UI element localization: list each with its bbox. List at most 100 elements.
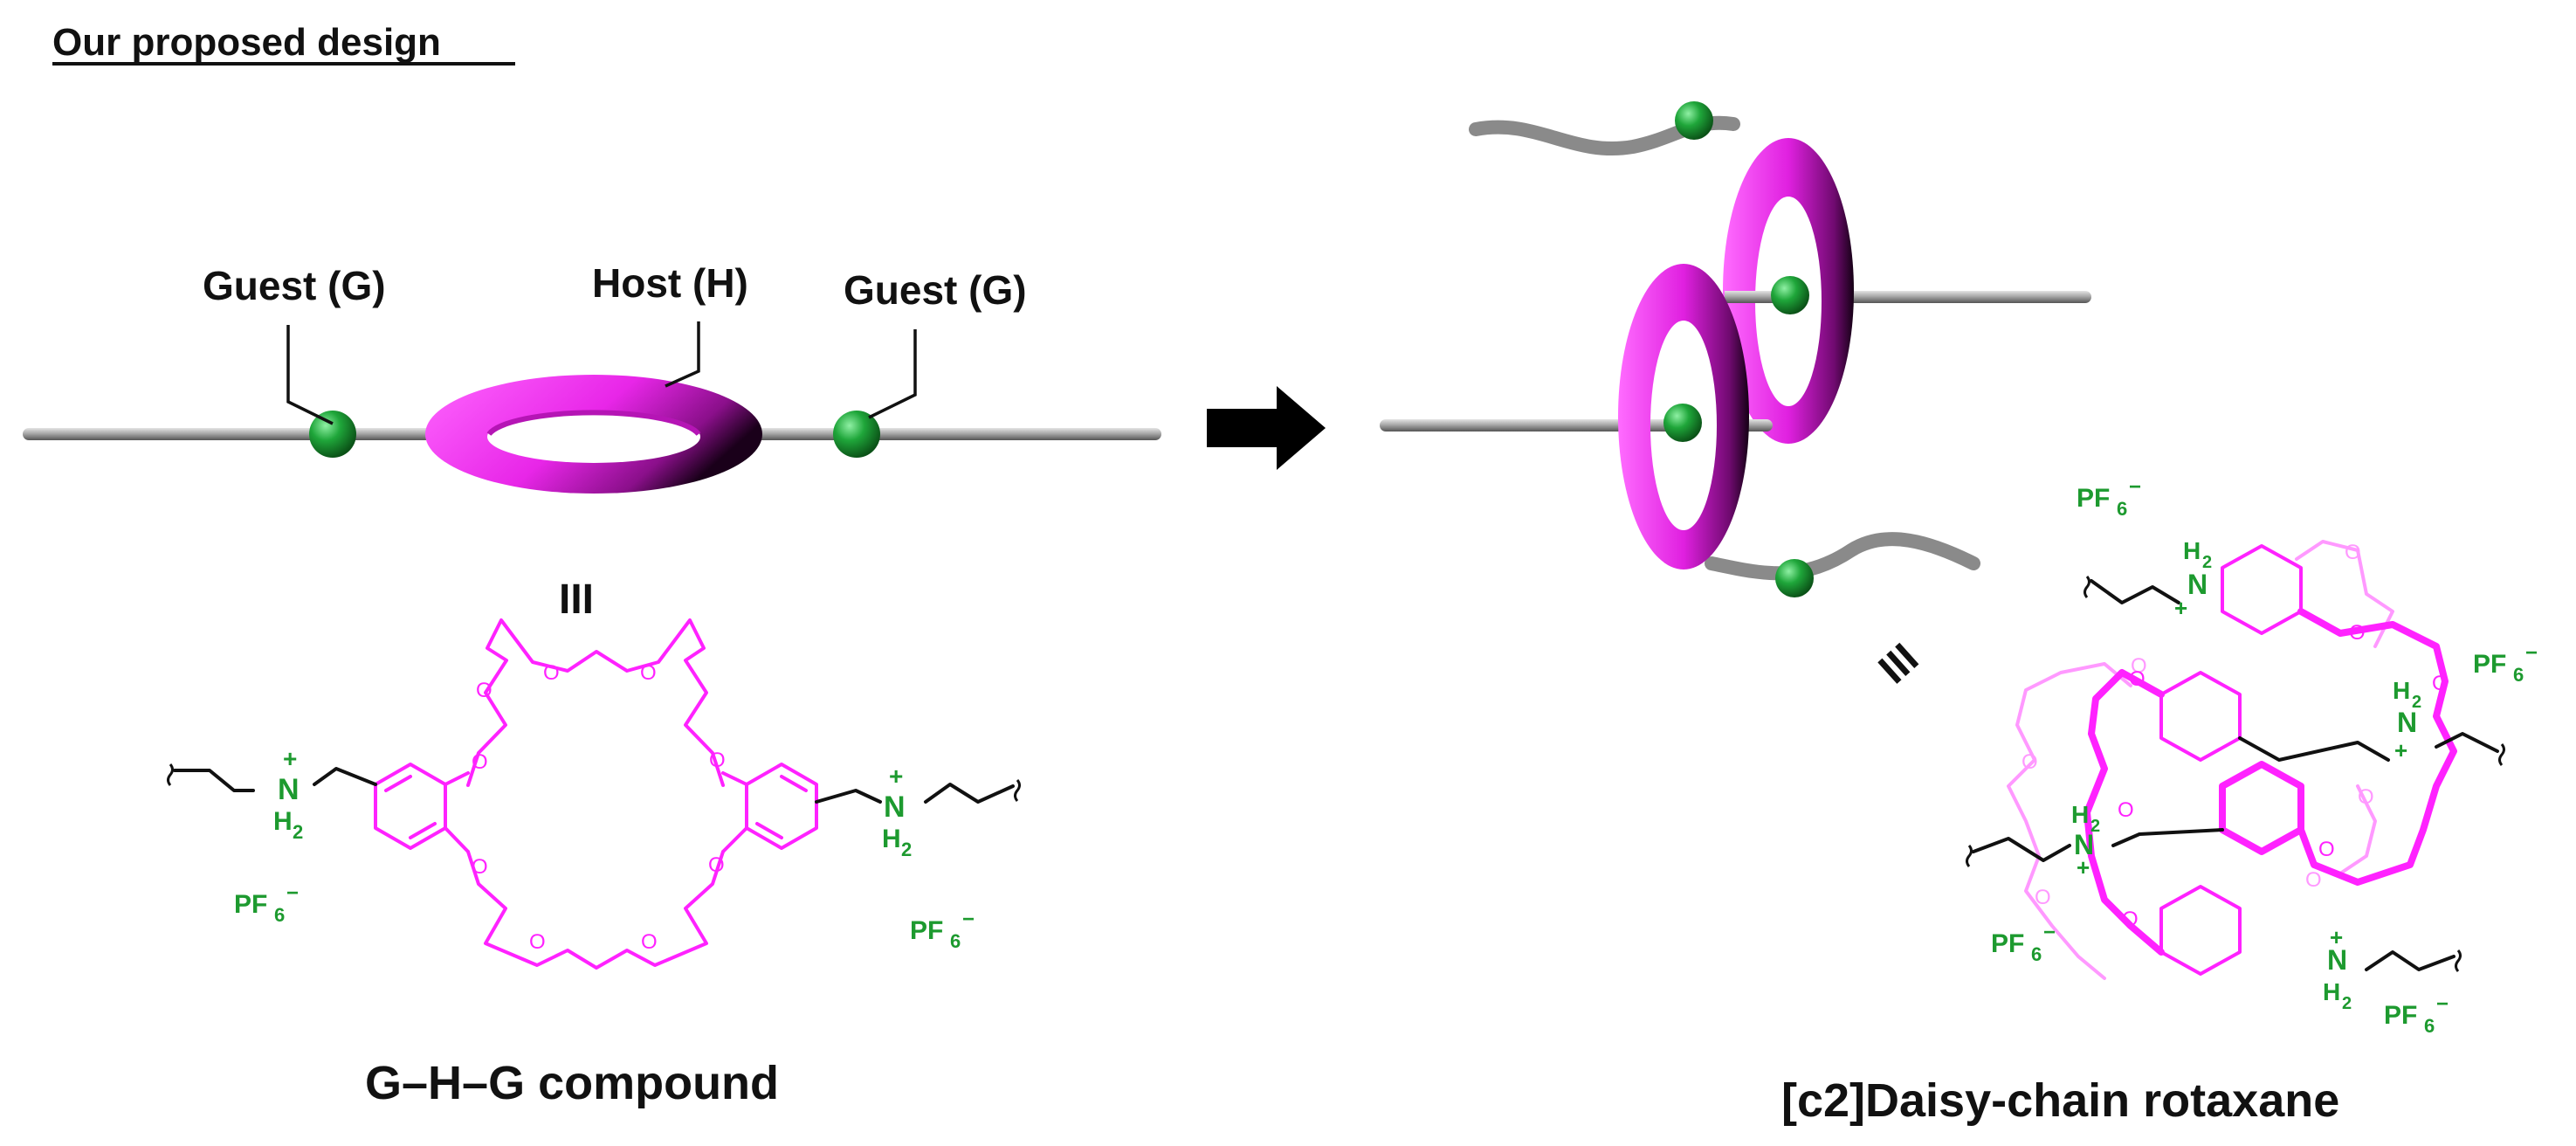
benzene-ring	[2159, 885, 2242, 976]
label-guest-right: Guest (G)	[844, 267, 1027, 313]
equivalence-mark-left: III	[559, 576, 594, 623]
figure-heading: Our proposed design	[52, 21, 441, 64]
svg-text:−: −	[2043, 921, 2056, 944]
ammonium-h-right: H	[882, 825, 901, 853]
label-guest-left: Guest (G)	[203, 263, 386, 308]
oxygen-atom: O	[2122, 908, 2139, 931]
svg-text:6: 6	[274, 904, 285, 926]
oxygen-atom: O	[709, 749, 726, 772]
ghg-chemical-structure: O O O O O O O O O N + H 2 N + H 2	[167, 618, 1021, 970]
counterion-pf6: PF 6 −	[1991, 921, 2056, 965]
svg-text:−: −	[962, 908, 975, 931]
svg-text:PF: PF	[234, 890, 267, 919]
oxygen-atom: O	[2358, 785, 2374, 809]
caption-left: G–H–G compound	[365, 1057, 779, 1109]
guest-bead-bottom	[1775, 559, 1814, 597]
caption-right: [c2]Daisy-chain rotaxane	[1781, 1074, 2339, 1127]
ammonium-charge: +	[283, 745, 297, 772]
ammonium-n-left: N	[278, 773, 300, 806]
guest-bead-right	[833, 411, 880, 458]
guest-bead-top	[1675, 101, 1713, 140]
callout-guest-left	[286, 325, 334, 425]
oxygen-atom: O	[2129, 667, 2146, 691]
counterion-pf6: PF 6 −	[234, 881, 299, 926]
ammonium-charge: +	[2330, 924, 2343, 950]
svg-text:6: 6	[2513, 664, 2524, 686]
svg-text:−: −	[2525, 641, 2538, 665]
guest-bead-lower	[1663, 404, 1702, 442]
svg-text:PF: PF	[2384, 1001, 2417, 1030]
oxygen-atom: O	[2305, 868, 2322, 892]
ammonium-h-subscript: 2	[901, 839, 912, 860]
oxygen-atom: O	[543, 661, 560, 685]
ammonium-n: N	[2074, 829, 2094, 860]
wavy-tail-bottom	[1705, 532, 1980, 581]
ammonium-charge: +	[2394, 737, 2407, 763]
oxygen-atom: O	[2131, 654, 2147, 678]
ammonium-n: N	[2187, 569, 2208, 600]
oxygen-atom: O	[476, 679, 492, 702]
guest-bead-upper	[1771, 276, 1809, 314]
oxygen-atom: O	[2118, 798, 2134, 822]
oxygen-atom: O	[2349, 621, 2366, 645]
ammonium-charge: +	[2174, 595, 2187, 621]
counterion-pf6: PF 6 −	[2384, 992, 2449, 1037]
ammonium-h-subscript: 2	[2342, 994, 2352, 1013]
crown-ether-ring-lower	[466, 850, 725, 970]
label-host: Host (H)	[592, 260, 748, 306]
ammonium-n-right: N	[884, 790, 906, 824]
ammonium-charge: +	[2077, 854, 2090, 880]
svg-text:PF: PF	[1991, 929, 2024, 958]
svg-text:6: 6	[950, 930, 961, 952]
svg-text:6: 6	[2424, 1015, 2435, 1037]
ammonium-h-subscript: 2	[2090, 817, 2100, 836]
benzene-ring	[2159, 671, 2242, 762]
ammonium-h-subscript: 2	[293, 821, 303, 843]
counterion-pf6: PF 6 −	[2077, 475, 2141, 520]
oxygen-atom: O	[2345, 541, 2361, 564]
ammonium-h-subscript: 2	[2412, 693, 2421, 712]
callout-guest-right	[868, 329, 917, 419]
benzene-ring	[2219, 761, 2304, 855]
reaction-arrow	[1207, 386, 1326, 470]
svg-text:6: 6	[2117, 498, 2127, 520]
callout-host	[665, 321, 700, 388]
svg-text:−: −	[2436, 992, 2449, 1016]
equivalence-mark-right: III	[1870, 635, 1927, 693]
svg-text:−: −	[2129, 475, 2141, 499]
oxygen-atom: O	[640, 661, 657, 685]
ammonium-h-left: H	[273, 807, 293, 836]
ammonium-h-subscript: 2	[2202, 553, 2212, 572]
ammonium-h: H	[2183, 537, 2201, 564]
ammonium-h: H	[2323, 978, 2340, 1005]
svg-text:PF: PF	[2473, 650, 2506, 679]
svg-text:PF: PF	[2077, 484, 2110, 513]
benzene-ring	[2221, 544, 2303, 635]
ammonium-charge: +	[889, 763, 903, 790]
daisy-chain-schematic	[1380, 101, 2091, 597]
oxygen-atom: O	[2318, 838, 2335, 861]
counterion-pf6: PF 6 −	[910, 908, 975, 952]
guest-bead-left	[309, 411, 356, 458]
ghg-schematic: Guest (G) Host (H) Guest (G)	[23, 260, 1161, 494]
ammonium-n: N	[2397, 707, 2417, 738]
svg-text:−: −	[286, 881, 299, 905]
oxygen-atom: O	[708, 853, 725, 877]
oxygen-atom: O	[2432, 672, 2449, 695]
ammonium-h: H	[2393, 677, 2410, 704]
ammonium-n: N	[2327, 944, 2347, 976]
svg-text:PF: PF	[910, 916, 943, 945]
svg-text:6: 6	[2031, 943, 2042, 965]
counterion-pf6: PF 6 −	[2473, 641, 2538, 686]
crown-ether-ring	[466, 618, 725, 787]
oxygen-atom: O	[2035, 886, 2051, 909]
oxygen-atom: O	[641, 930, 658, 954]
host-ring	[425, 375, 762, 494]
ammonium-h: H	[2071, 801, 2089, 828]
daisy-chain-chemical-structure: O O O O O O O O O O O O N H 2	[1966, 475, 2538, 1037]
oxygen-atom: O	[472, 750, 488, 774]
oxygen-atom: O	[529, 930, 546, 954]
oxygen-atom: O	[472, 855, 488, 879]
oxygen-atom: O	[2022, 750, 2038, 774]
